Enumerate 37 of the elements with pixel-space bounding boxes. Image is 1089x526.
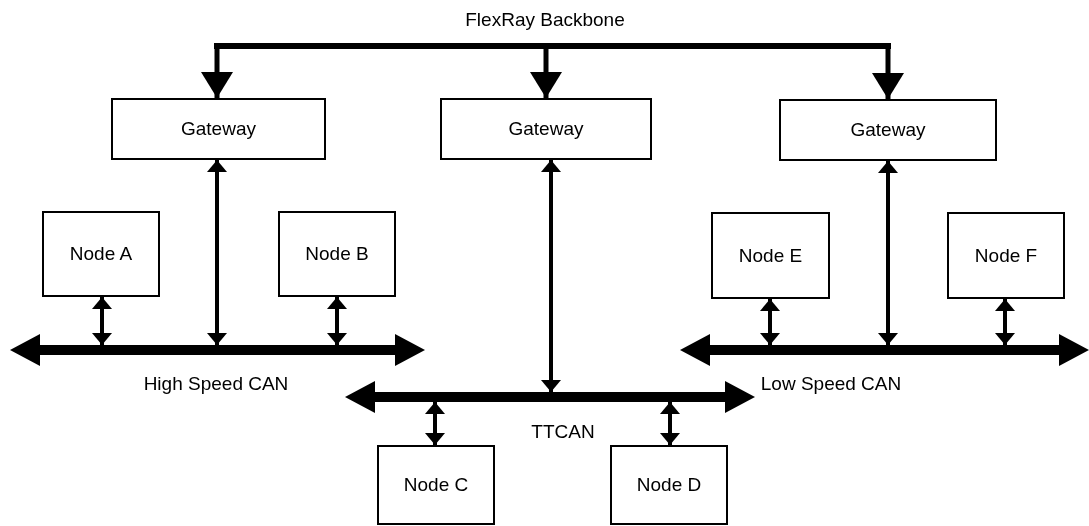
arrow [207,160,227,345]
node-label: Node A [69,242,133,266]
arrow [878,161,898,345]
node-box [440,98,652,160]
node-label: Node C [403,473,469,497]
arrow [660,402,680,445]
bus-label: Low Speed CAN [760,372,902,396]
arrow [995,299,1015,345]
node-box [42,211,160,297]
bus-line [10,334,425,366]
node-label: Node D [636,473,702,497]
bus-label: TTCAN [531,420,595,444]
node-box [610,445,728,525]
node-box [278,211,396,297]
arrow [760,299,780,345]
node-box [779,99,997,161]
bus-line [680,334,1089,366]
node-label: Node B [305,242,369,266]
arrow [872,49,904,99]
node-box [711,212,830,299]
bus-label: FlexRay Backbone [465,8,625,32]
node-label: Node E [738,243,803,268]
arrow [541,160,561,392]
arrow [425,402,445,445]
node-label: Gateway [181,117,256,141]
arrow [92,297,112,345]
bus-line [345,381,755,413]
bus-label: High Speed CAN [143,372,289,396]
arrow [327,297,347,345]
node-box [111,98,326,160]
node-box [377,445,495,525]
arrow [201,49,233,98]
node-label: Node F [974,243,1038,268]
node-box [947,212,1065,299]
arrow [530,49,562,98]
node-label: Gateway [508,117,584,141]
node-label: Gateway [850,118,926,142]
